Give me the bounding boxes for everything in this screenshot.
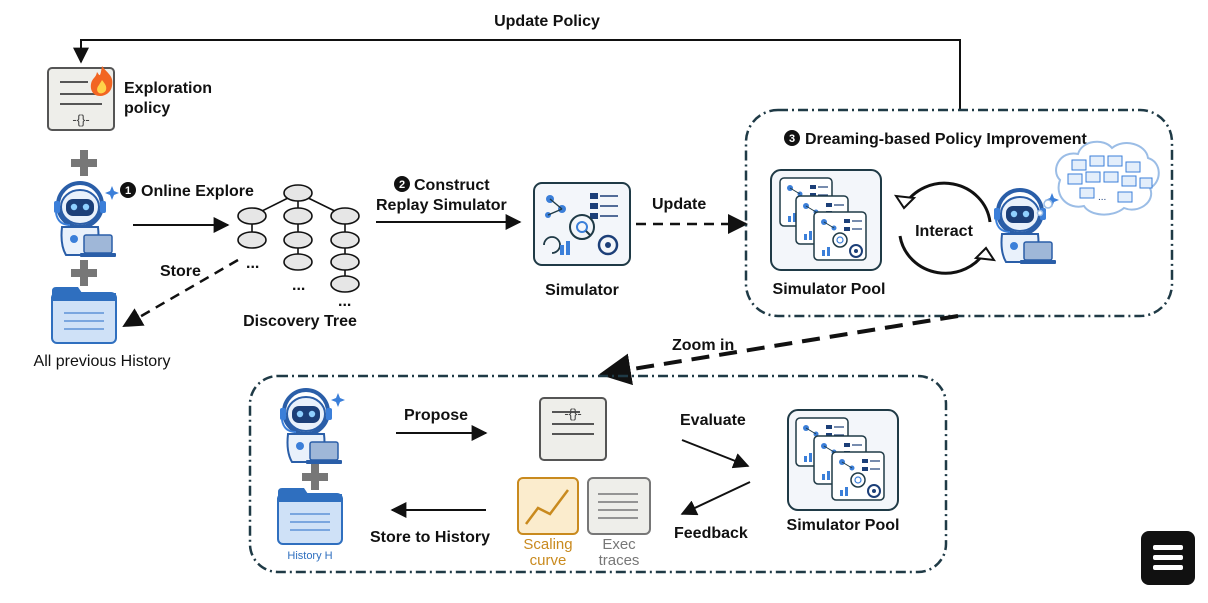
plus-icon: [71, 260, 97, 286]
cycle-arrows-icon: [893, 181, 997, 275]
code-doc-icon: -{}-: [539, 397, 607, 461]
tree-ellipsis: ...: [292, 277, 305, 294]
evaluate-arrow: [681, 439, 750, 469]
svg-text:-{}-: -{}-: [72, 112, 89, 127]
menu-logo-icon: [1141, 531, 1195, 585]
zoom-in-arrow: [598, 314, 959, 386]
scaling-curve-label-2: curve: [530, 552, 567, 569]
store-label: Store: [160, 263, 201, 280]
interact-label: Interact: [915, 223, 973, 240]
evaluate-label: Evaluate: [680, 412, 746, 429]
simulator-pool-top-label: Simulator Pool: [773, 281, 886, 298]
feedback-label: Feedback: [674, 525, 748, 542]
svg-text:-{}-: -{}-: [564, 406, 581, 421]
step3-label: Dreaming-based Policy Improvement: [805, 131, 1088, 148]
step2-label-1: Construct: [414, 177, 490, 194]
propose-label: Propose: [404, 407, 468, 424]
feedback-arrow: [680, 481, 751, 516]
update-policy-label: Update Policy: [494, 13, 600, 30]
step1-label: Online Explore: [141, 183, 254, 200]
step2-badge: [394, 176, 410, 192]
zoom-box: [248, 374, 948, 574]
exploration-policy-label-2: policy: [124, 100, 170, 117]
svg-text:...: ...: [1098, 192, 1106, 203]
step1-badge: [120, 182, 136, 198]
simulator-pool-bottom-label: Simulator Pool: [787, 517, 900, 534]
fire-icon: [90, 66, 113, 96]
scaling-curve-icon: [517, 477, 579, 535]
exploration-policy-icon: -{}-: [47, 67, 115, 131]
dreaming-box: [744, 108, 1174, 318]
history-h-label: History H: [287, 550, 332, 562]
exec-traces-icon: [587, 477, 651, 535]
exec-traces-label-2: traces: [599, 552, 640, 569]
zoom-in-label: Zoom in: [672, 337, 734, 354]
discovery-tree: [237, 184, 360, 293]
exec-traces-label-1: Exec: [602, 536, 636, 553]
svg-text:2: 2: [399, 179, 405, 191]
history-folder-icon: [277, 487, 343, 545]
plus-icon: [302, 464, 328, 490]
exploration-policy-label-1: Exploration: [124, 80, 212, 97]
step2-label-2: Replay Simulator: [376, 197, 507, 214]
simulator-pool-bottom-icon: [787, 409, 899, 511]
history-folder-icon: [51, 286, 117, 344]
store-to-history-label: Store to History: [370, 529, 490, 546]
tree-ellipsis: ...: [246, 255, 259, 272]
update-policy-arrow: [73, 39, 961, 110]
store-arrow: [122, 258, 239, 328]
update-label: Update: [652, 196, 706, 213]
svg-text:1: 1: [125, 185, 131, 197]
simulator-dashboard-icon: [533, 182, 631, 266]
robot-laptop-icon: [278, 388, 347, 466]
scaling-curve-label-1: Scaling: [523, 536, 572, 553]
plus-icon: [71, 150, 97, 176]
thought-cloud-icon: ...: [1036, 140, 1160, 217]
svg-text:3: 3: [789, 133, 795, 145]
step3-badge: [784, 130, 800, 146]
simulator-pool-top-icon: [770, 169, 882, 271]
discovery-tree-label: Discovery Tree: [243, 313, 357, 330]
all-previous-history-label: All previous History: [34, 353, 171, 370]
robot-laptop-icon: [52, 181, 121, 259]
simulator-label: Simulator: [545, 282, 619, 299]
tree-ellipsis: ...: [338, 293, 351, 310]
